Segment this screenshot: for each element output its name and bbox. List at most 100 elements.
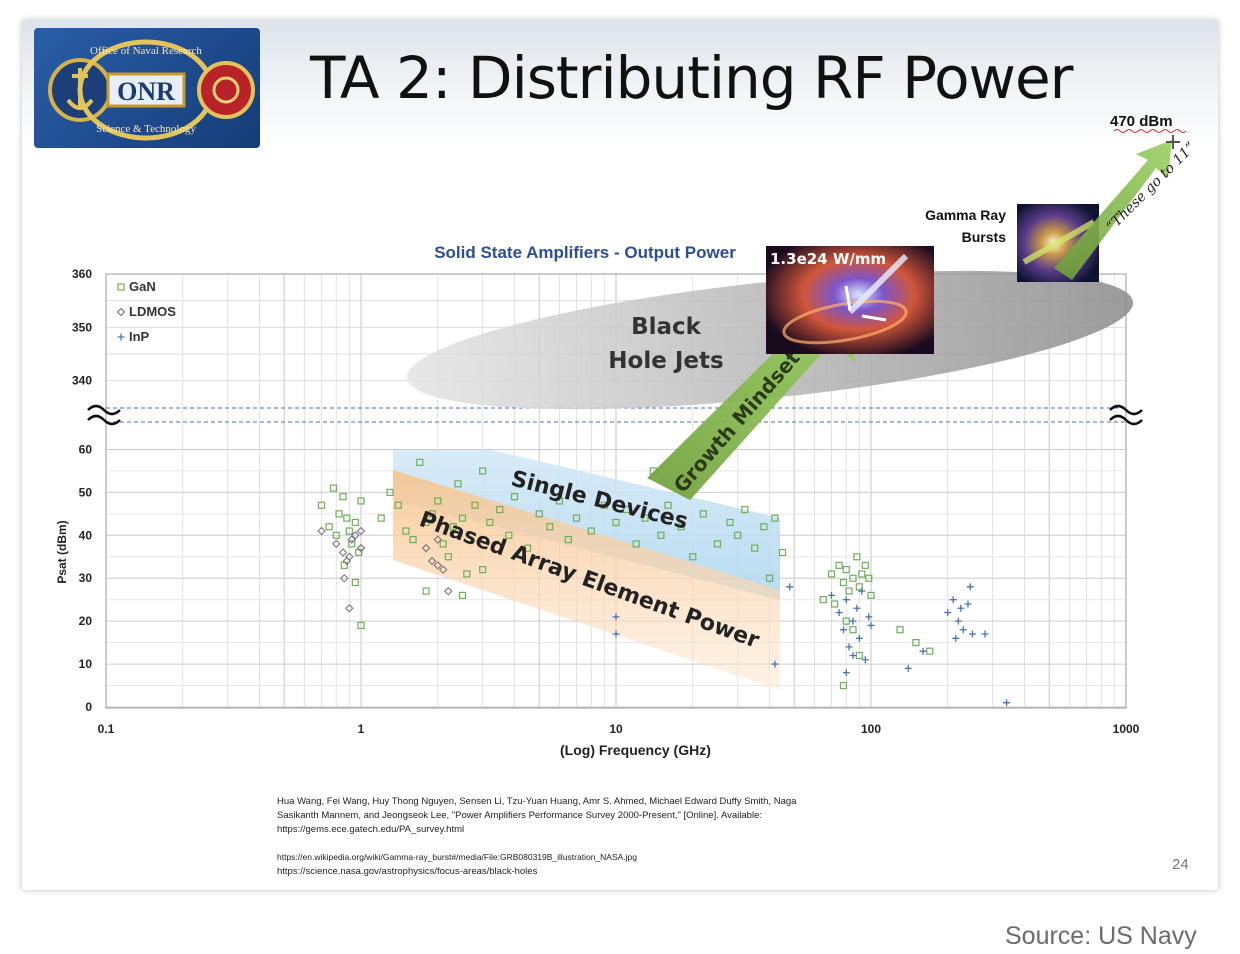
these-go-to-11-arrow [1054,140,1172,280]
data-point-ldmos [332,539,341,549]
data-point-gan [632,540,640,548]
data-point-gan [853,553,861,561]
data-point-gan [434,497,442,505]
data-point-inp [981,630,989,638]
data-point-gan [351,518,359,527]
data-point-gan [555,497,564,505]
data-point-gan [486,518,494,527]
axis-break-right [1109,404,1143,426]
data-point-gan [734,531,742,539]
data-point-inp [842,669,850,677]
logo-mark: ONR [117,77,175,106]
data-point-gan [827,570,836,578]
data-point-gan [587,527,595,535]
data-point-gan [523,544,532,552]
data-point-gan [726,518,734,527]
data-point-inp [839,626,847,634]
data-point-gan [335,510,343,518]
data-point-gan [479,566,487,574]
data-point-inp [835,609,843,617]
data-point-gan [842,617,850,625]
data-point-inp [957,604,965,612]
legend-marker-inp [117,333,125,341]
data-point-gan [896,626,904,634]
data-point-inp [968,630,976,638]
logo-org-bottom: Science & Technology [96,123,196,135]
data-point-gan [439,540,447,548]
data-point-gan [402,527,410,535]
data-point-gan [612,518,620,527]
data-point-gan [867,591,875,600]
data-point-gan [861,561,869,569]
data-point-gan [677,523,685,531]
data-point-gan [600,501,608,509]
data-point-inp [855,634,863,642]
data-points [317,458,1011,707]
slide-background [22,20,1218,890]
black-hole-image: 1.3e24 W/mm [766,246,934,354]
y-axis-label: Psat (dBm) [55,520,69,583]
data-point-inp [952,634,960,642]
legend-marker-gan [117,283,125,291]
data-point-gan [622,505,631,514]
data-point-gan [377,514,385,522]
data-point-gan [471,501,479,509]
data-point-ldmos [438,565,448,574]
data-point-gan [845,587,853,595]
x-tick-label: 10 [609,722,623,736]
chart-title: Solid State Amplifiers - Output Power [434,243,736,262]
data-point-ldmos [347,535,357,544]
data-point-inp [849,617,857,625]
data-point-gan [858,570,866,578]
data-point-inp [861,656,869,664]
data-point-gan [842,566,850,574]
data-point-gan [317,501,326,509]
data-point-gan [546,523,554,531]
data-point-inp [944,609,952,617]
slide-title: TA 2: Distributing RF Power [310,44,1074,112]
data-point-inp [867,621,875,629]
y-tick-label: 20 [79,614,93,628]
plot-frame [105,273,1127,709]
data-point-gan [345,527,353,535]
data-point-gan [340,561,348,569]
data-point-ldmos [421,543,431,553]
y-tick-label: 340 [72,374,92,388]
data-point-inp [904,664,912,672]
x-tick-label: 1 [358,722,365,736]
data-point-ldmos [345,552,354,562]
page-number: 24 [1172,856,1189,873]
black-hole-pointer-arrows [844,285,887,322]
data-point-gan [329,484,338,492]
data-point-gan [422,518,430,527]
data-point-inp [828,591,835,599]
reference-line-1: Hua Wang, Fei Wang, Huy Thong Nguyen, Se… [277,796,797,807]
data-point-ldmos [317,526,326,536]
spellcheck-underline [1113,129,1187,133]
data-point-gan [751,544,759,552]
data-point-gan [505,531,513,539]
legend-marker-ldmos [116,307,126,317]
data-point-gan [458,514,467,522]
data-point-gan [386,488,394,496]
x-axis-label: (Log) Frequency (GHz) [560,742,711,758]
data-point-gan [510,493,519,501]
data-point-gan [778,548,787,557]
data-point-gan [409,535,417,544]
data-point-gan [564,535,572,544]
data-point-gan [348,540,356,548]
data-point-inp [771,660,779,668]
data-point-gan [351,578,359,587]
data-point-gan [839,578,848,587]
data-point-inp [612,613,620,621]
data-point-gan [357,621,365,630]
black-hole-jets-line2: Hole Jets [608,348,723,374]
data-point-gan [865,574,873,582]
data-point-gan [449,523,457,531]
data-point-inp [853,604,861,612]
data-point-gan [641,514,649,522]
